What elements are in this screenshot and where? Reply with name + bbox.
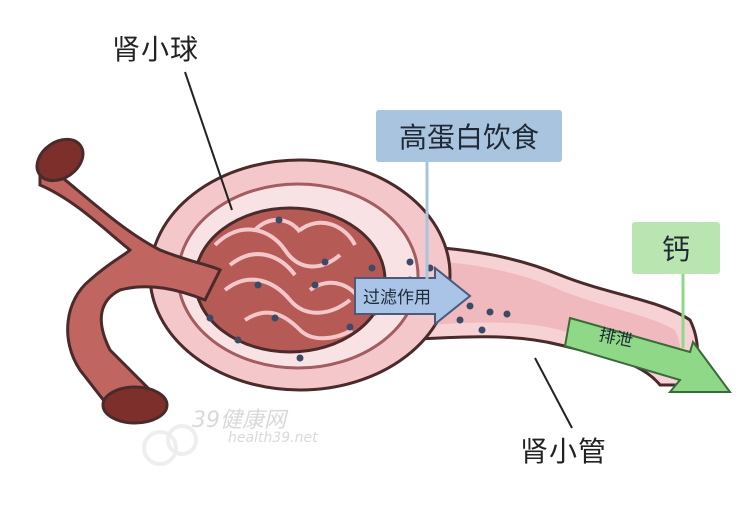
calcium-label: 钙 (661, 233, 690, 266)
high-protein-diet-box: 高蛋白饮食 (376, 110, 562, 162)
tubule-leader (534, 357, 573, 429)
afferent-artery (38, 156, 223, 418)
watermark-logo: 39健康网 (192, 408, 286, 433)
renal-tubule-label: 肾小管 (520, 435, 608, 468)
filtration-label: 过滤作用 (363, 288, 431, 308)
glomerulus-label: 肾小球 (112, 33, 200, 66)
glomerulus-leader (184, 71, 233, 211)
calcium-box: 钙 (632, 222, 720, 274)
watermark-logo-mark (142, 424, 198, 466)
watermark-url: health39.net (228, 430, 318, 446)
excretion-arrow (563, 316, 732, 393)
filtration-arrow (354, 265, 472, 327)
artery-opening-bottom (101, 385, 169, 425)
artery-opening-top (35, 137, 85, 183)
high-protein-diet-label: 高蛋白饮食 (398, 121, 539, 154)
